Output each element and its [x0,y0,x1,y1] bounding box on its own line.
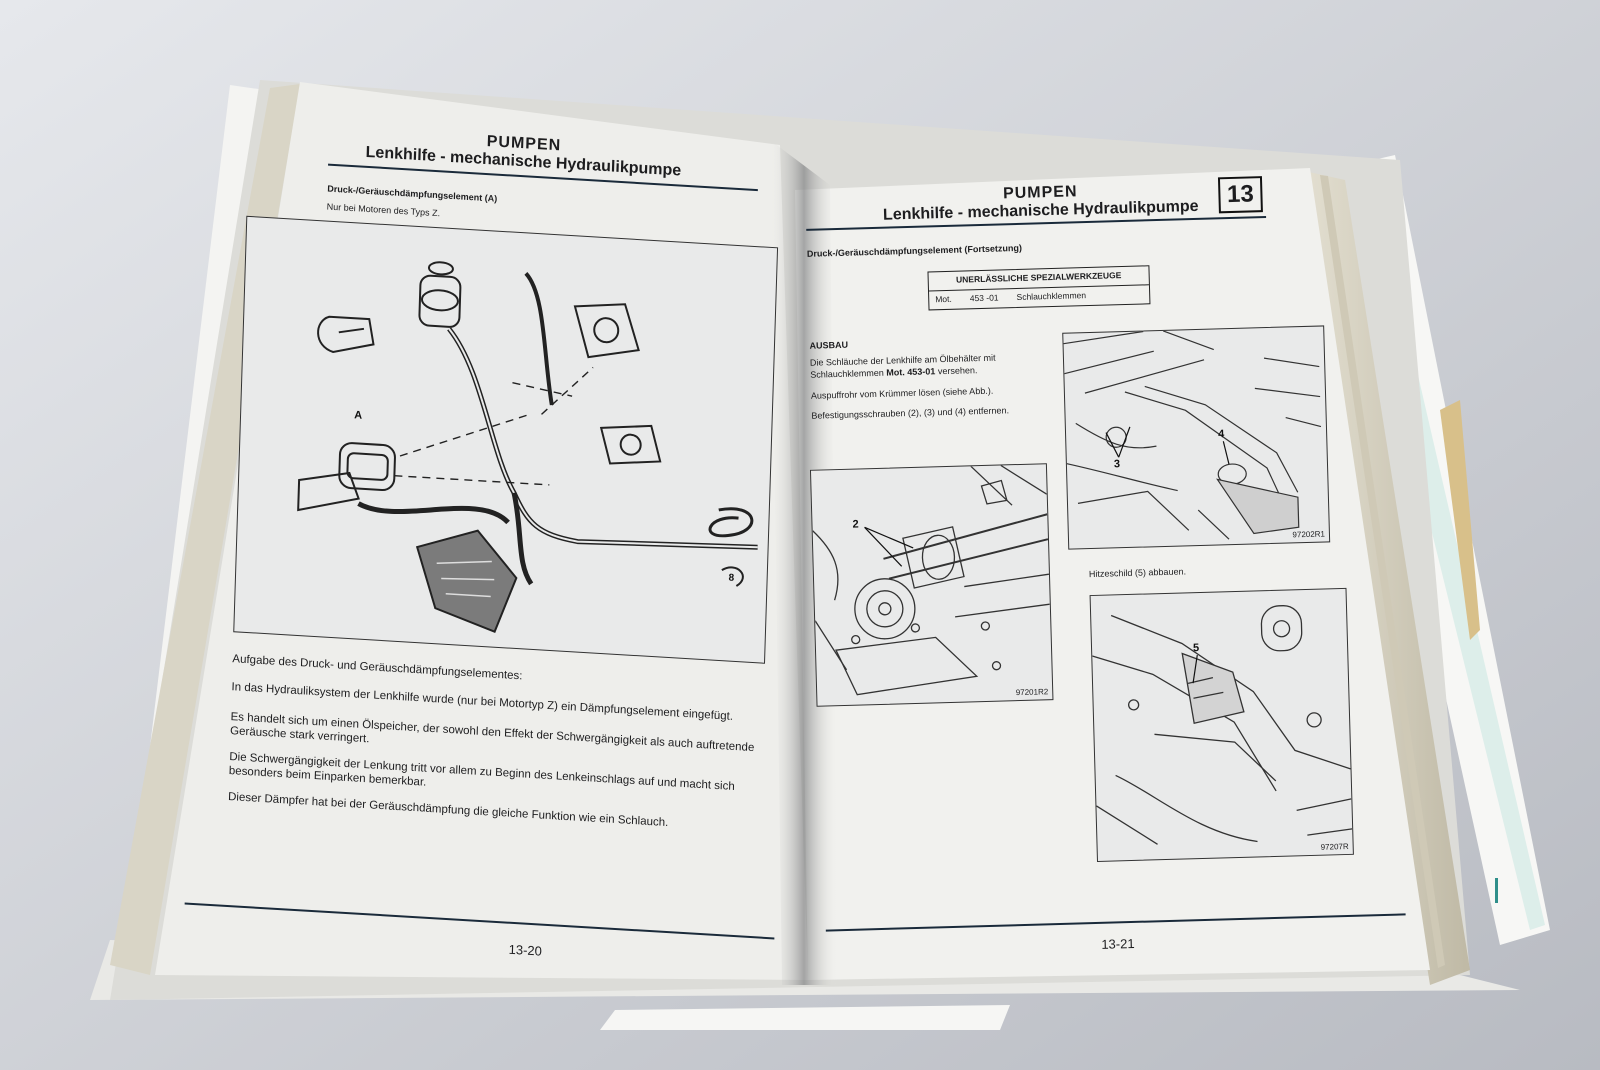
left-page: PUMPEN Lenkhilfe - mechanische Hydraulik… [122,95,789,1012]
figure3-label-5: 5 [1193,642,1199,654]
figure-97201R2: 2 97201R2 [809,463,1054,707]
ausbau-step-2: Auspuffrohr vom Krümmer lösen (siehe Abb… [810,385,994,401]
left-note: Nur bei Motoren des Typs Z. [326,201,441,219]
figure-97207R-drawing: 5 [1092,605,1353,845]
right-section-title: Druck-/Geräuschdämpfungselement (Fortset… [806,242,1023,259]
hydraulic-diagram: A 8 [297,261,758,634]
figure2-code: 97201R2 [1015,687,1049,698]
figure2-label-2: 2 [852,518,858,530]
figure-97202R1-drawing: 3 4 [1063,330,1322,540]
figure-97202R1: 3 4 97202R1 [1062,325,1331,550]
chapter-number-box: 13 [1217,176,1263,214]
right-page: PUMPEN Lenkhilfe - mechanische Hydraulik… [800,168,1422,974]
figure-label-a: A [354,409,362,421]
right-page-number: 13-21 [1101,935,1135,952]
right-footer-rule [825,913,1406,932]
figure1-code: 97202R1 [1292,529,1326,540]
ausbau-step-3: Befestigungsschrauben (2), (3) und (4) e… [811,405,1010,421]
ausbau-step-1-end: versehen. [937,365,978,377]
tool-number: 453 -01 [969,292,999,304]
left-page-number: 13-20 [508,941,543,959]
ausbau-heading: AUSBAU [809,339,849,351]
figure1-label-3: 3 [1114,458,1120,470]
figure3-code: 97207R [1320,841,1349,852]
hydraulic-system-figure: A 8 [233,215,779,664]
ausbau-step-4: Hitzeschild (5) abbauen. [1088,566,1187,580]
special-tools-table: UNERLÄSSLICHE SPEZIALWERKZEUGE Mot. 453 … [927,265,1151,311]
figure-97201R2-drawing: 2 [812,464,1050,696]
figure1-label-4: 4 [1218,428,1225,440]
left-section-title: Druck-/Geräuschdämpfungselement (A) [327,183,498,204]
tool-name: Schlauchklemmen [1016,290,1087,302]
figure-label-part: 8 [728,573,734,584]
tool-prefix: Mot. [935,293,952,305]
figure-97207R: 5 97207R [1089,587,1354,862]
ausbau-step-1-tool: Mot. 453-01 [886,366,936,378]
left-footer-rule [184,902,775,940]
ausbau-step-1: Die Schläuche der Lenkhilfe am Ölbehälte… [810,350,1056,381]
